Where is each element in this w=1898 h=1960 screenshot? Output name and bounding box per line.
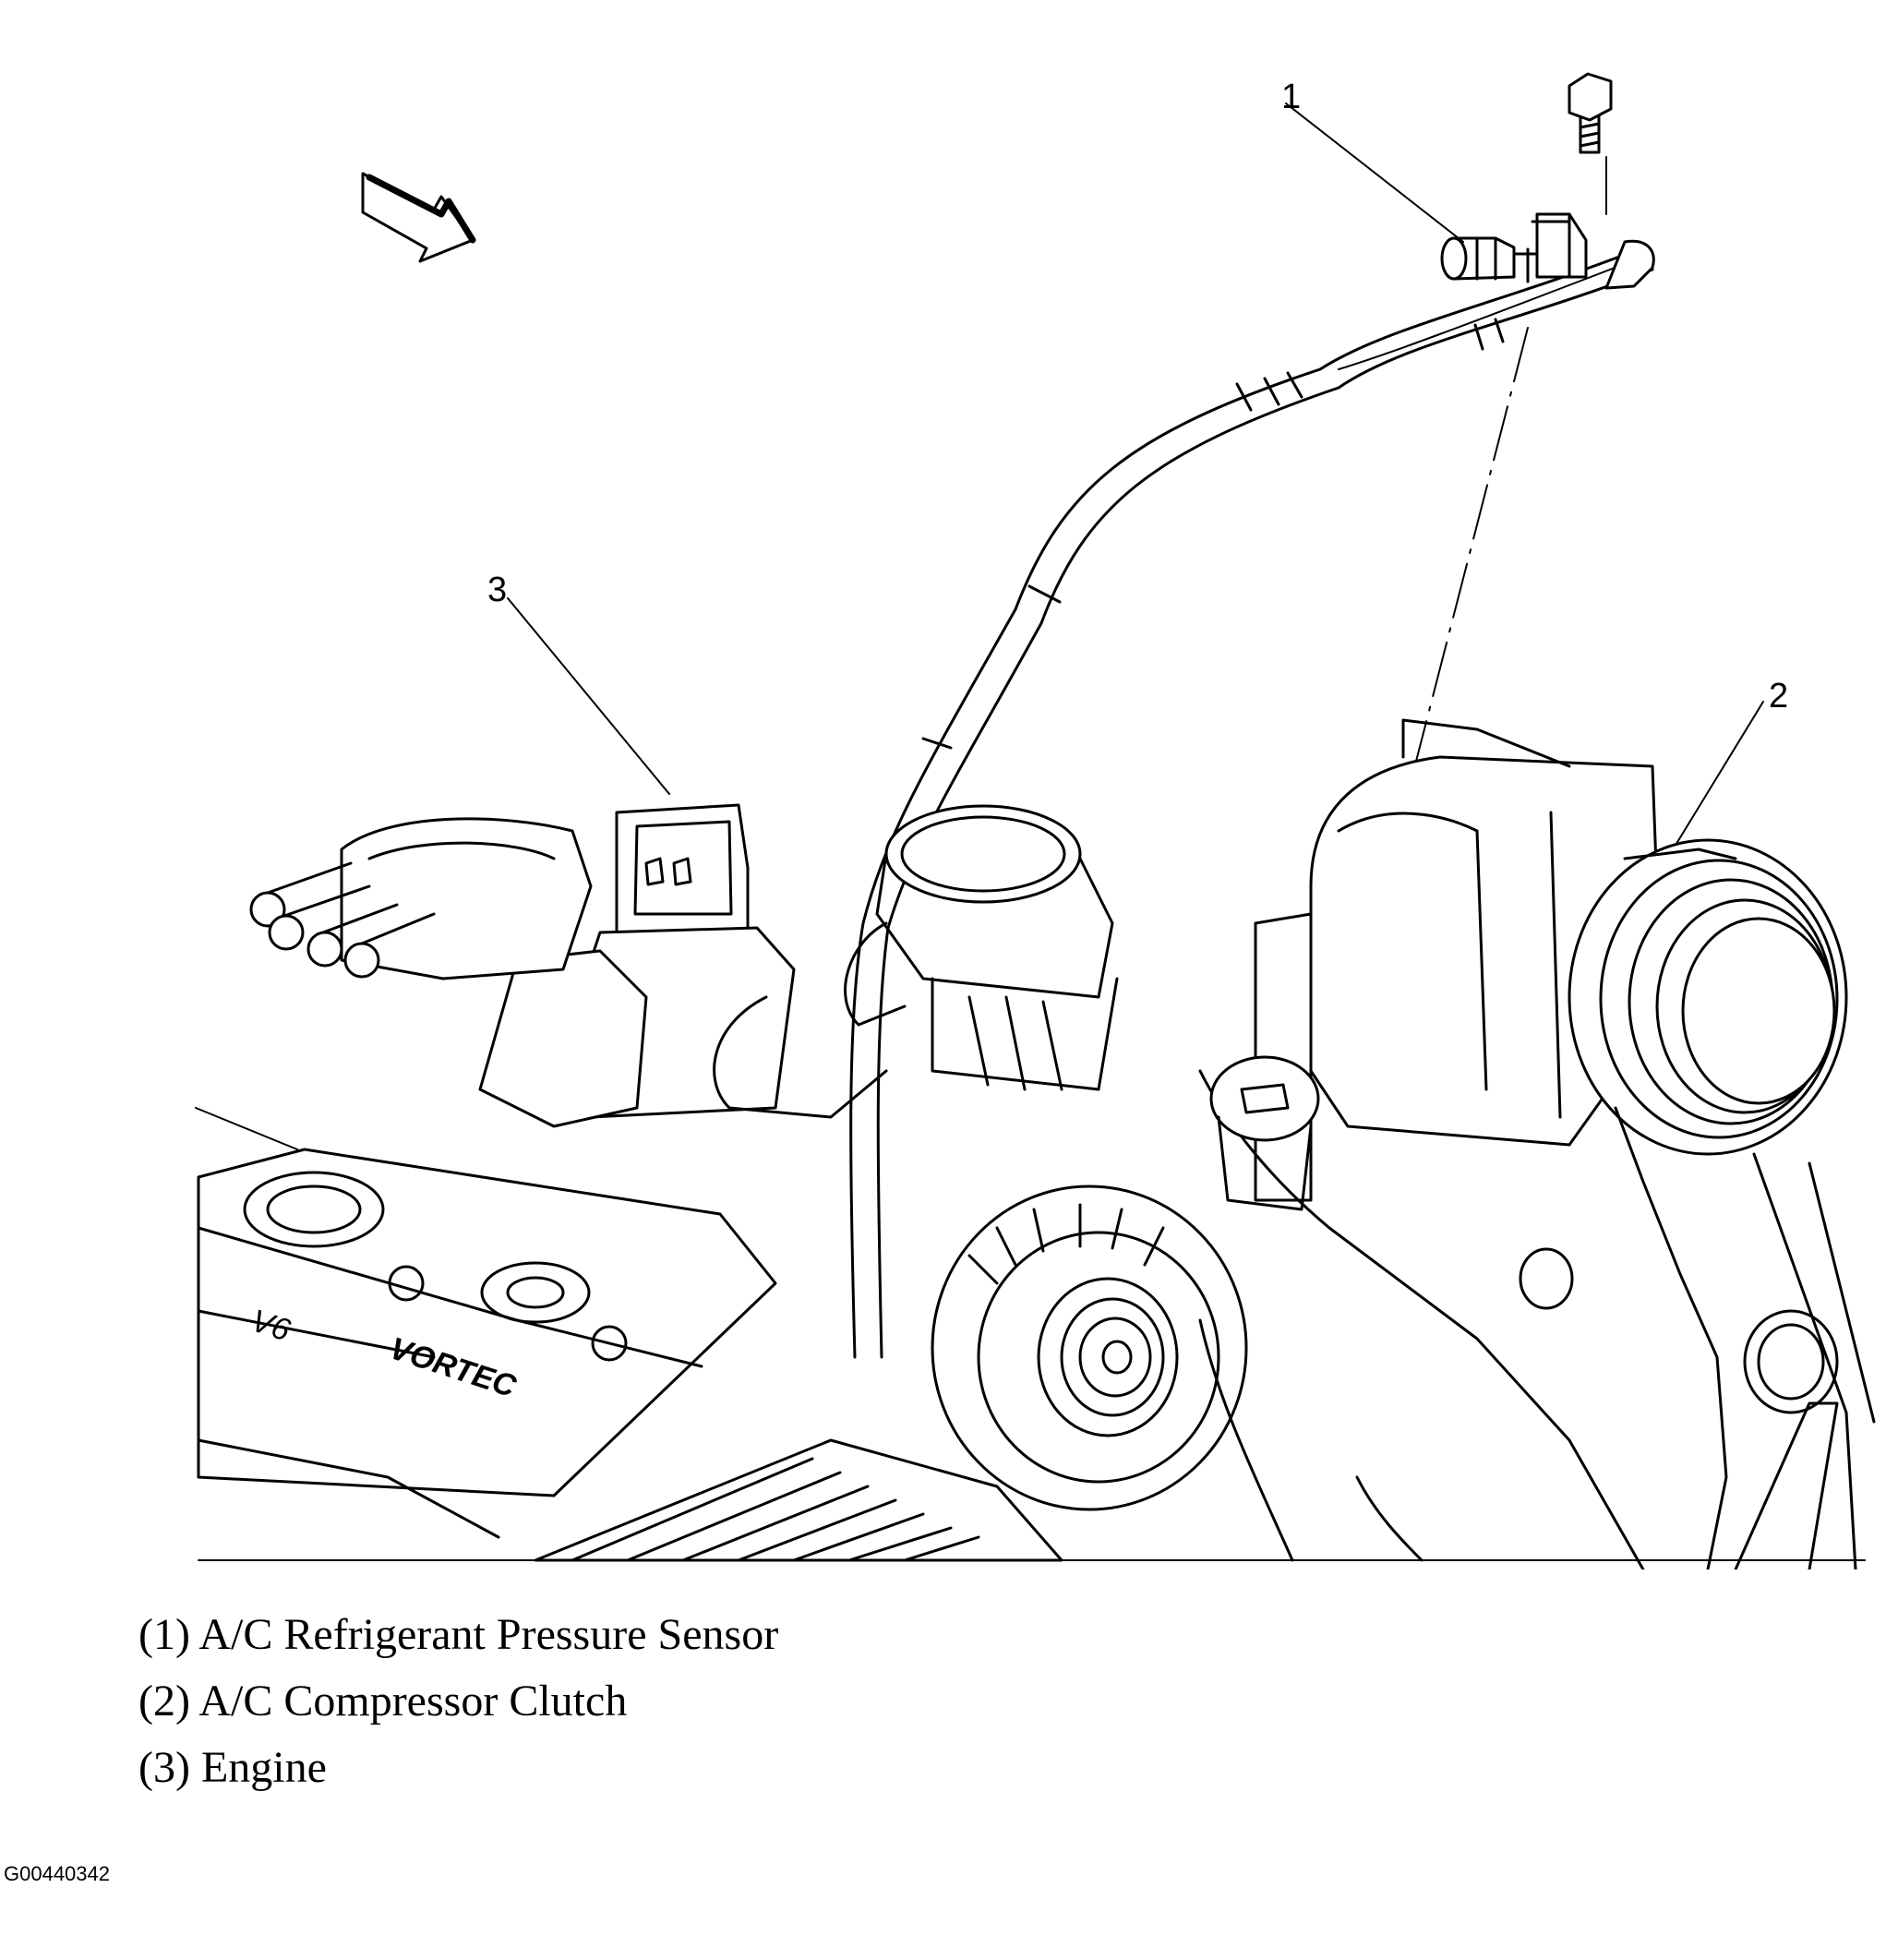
callout-3: 3 (487, 571, 508, 609)
ac-compressor (1255, 720, 1662, 1200)
legend: (1) A/C Refrigerant Pressure Sensor (2) … (138, 1602, 778, 1801)
leader-lines (196, 103, 1763, 1149)
distributor-cap (251, 819, 591, 979)
legend-item-3: (3) Engine (138, 1743, 327, 1792)
coolant-sensor (1211, 1057, 1318, 1209)
engine-diagram: V6 VORTEC (0, 0, 1898, 1569)
legend-item-1: (1) A/C Refrigerant Pressure Sensor (138, 1610, 779, 1659)
refrigerant-hose (851, 251, 1652, 1357)
alternator (932, 1186, 1246, 1509)
intake-manifold (480, 805, 1117, 1126)
direction-arrow-icon (363, 174, 473, 261)
figure-id: G00440342 (4, 1862, 110, 1885)
callout-2: 2 (1769, 677, 1789, 715)
valve-cover: V6 VORTEC (198, 1149, 775, 1537)
front-cover (1200, 1071, 1874, 1569)
callout-1: 1 (1281, 78, 1302, 116)
pressure-sensor-assembly (1442, 74, 1653, 288)
ac-compressor-clutch (1569, 840, 1846, 1154)
legend-item-2: (2) A/C Compressor Clutch (138, 1677, 628, 1726)
